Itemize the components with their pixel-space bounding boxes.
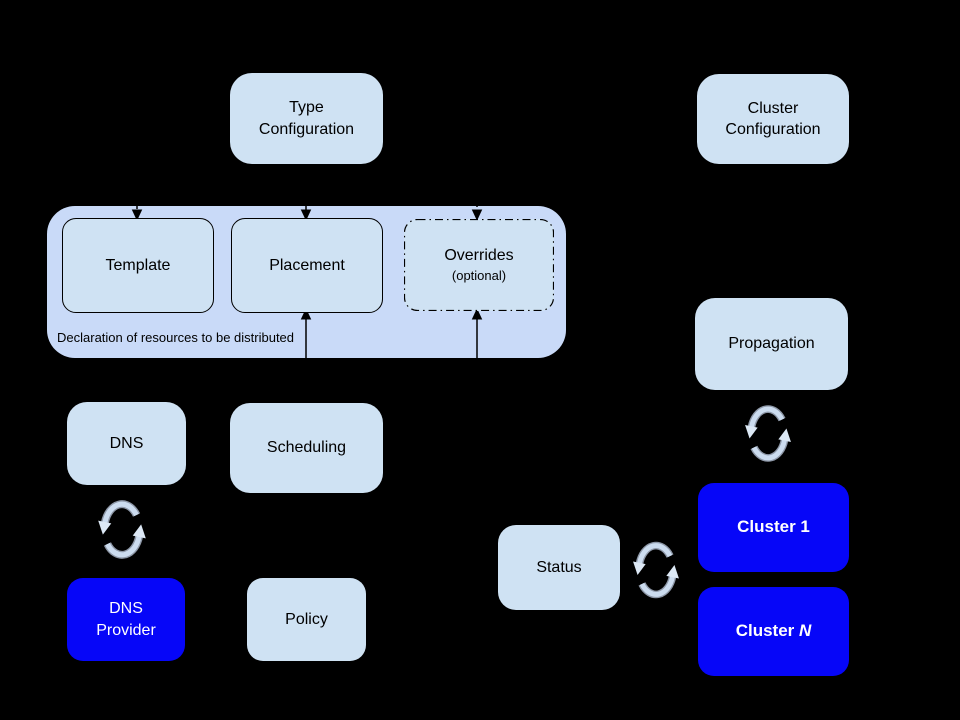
sync-icon-status (629, 532, 683, 608)
node-label: Status (536, 558, 582, 576)
node-sublabel: (optional) (451, 268, 507, 284)
node-policy: Policy (247, 578, 366, 661)
node-label: Cluster 1 (737, 517, 810, 537)
node-dns-provider: DNS Provider (67, 578, 185, 661)
node-label: Propagation (728, 335, 815, 353)
cluster-n-prefix: Cluster (735, 621, 799, 641)
node-template: Template (62, 218, 214, 313)
resource-group-caption: Declaration of resources to be distribut… (57, 330, 295, 345)
cluster-n-italic-n: N (799, 621, 812, 641)
node-dns: DNS (67, 402, 186, 485)
node-cluster-n: Cluster N (698, 587, 849, 676)
node-overrides: Overrides (optional) (404, 219, 554, 311)
node-label: Cluster N (736, 620, 812, 642)
node-scheduling: Scheduling (230, 403, 383, 493)
node-label: DNS (109, 434, 144, 452)
node-status: Status (498, 525, 620, 610)
node-label: DNS Provider (96, 600, 156, 639)
node-label: Placement (269, 256, 345, 274)
node-cluster-1: Cluster 1 (698, 483, 849, 572)
node-propagation: Propagation (695, 298, 848, 390)
node-cluster-configuration: Cluster Configuration (697, 74, 849, 164)
node-label: Cluster Configuration (725, 99, 821, 138)
node-label: Type Configuration (258, 99, 355, 138)
node-type-configuration: Type Configuration (230, 73, 383, 164)
edge-typeconfig-to-overrides (305, 164, 483, 221)
edge-typeconfig-to-template (131, 164, 307, 221)
node-label: Scheduling (266, 439, 347, 457)
node-placement: Placement (231, 218, 383, 313)
sync-icon-propagation (741, 395, 795, 472)
node-label: Template (105, 256, 171, 274)
node-label: Policy (285, 610, 328, 628)
sync-icon-dns (94, 492, 150, 567)
node-label: Overrides (444, 247, 514, 265)
